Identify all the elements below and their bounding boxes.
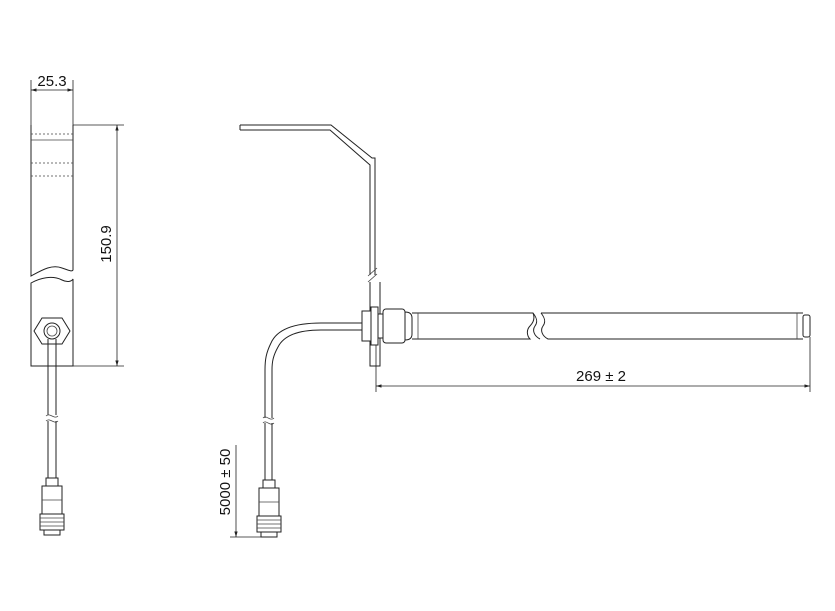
height-dimension: 150.9 (98, 225, 115, 263)
antenna-mount-hardware (361, 306, 413, 346)
width-dimension: 25.3 (37, 73, 66, 90)
front-view: 25.3 150.9 (30, 73, 124, 536)
antenna-radome (412, 312, 811, 340)
mounting-nut-icon (33, 317, 71, 345)
side-view: 269 ± 2 5000 ± 50 (217, 124, 811, 538)
antenna-cable (262, 322, 362, 480)
sma-connector-icon (256, 479, 282, 538)
sma-connector-icon (39, 477, 65, 536)
length-dimension: 269 ± 2 (576, 368, 626, 385)
cable-length-dimension: 5000 ± 50 (217, 449, 234, 516)
